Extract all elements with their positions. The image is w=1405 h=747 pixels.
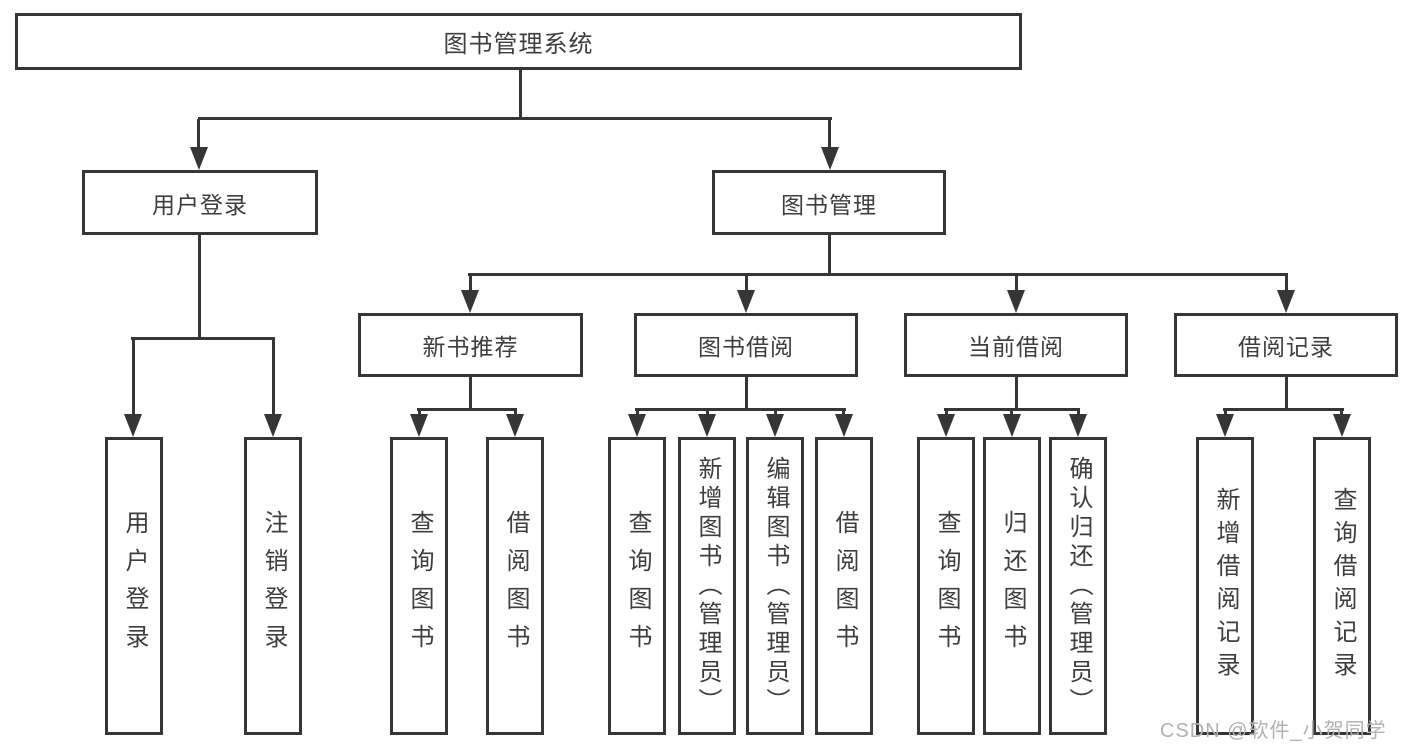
node-library-management-system: 图书管理系统 [15, 13, 1022, 70]
leaf-label: 新增借阅记录 [1212, 487, 1239, 685]
edge-line [635, 408, 846, 411]
edge-line [1223, 408, 1344, 411]
edge-line [468, 273, 1288, 276]
edge-line [1285, 275, 1288, 292]
node-current-borrowing: 当前借阅 [904, 313, 1128, 377]
edge-line [1010, 410, 1013, 416]
arrowhead-icon [410, 414, 428, 437]
edge-line [469, 275, 472, 292]
arrowhead-icon [1216, 414, 1234, 437]
leaf-label: 新增图书（管理员） [694, 455, 721, 717]
leaf-label: 注销登录 [260, 510, 287, 662]
edge-line [944, 408, 1080, 411]
edge-line [828, 235, 831, 275]
leaf-add-book-admin: 新增图书（管理员） [678, 437, 736, 735]
leaf-label: 借阅图书 [831, 510, 858, 662]
leaf-label: 归还图书 [999, 510, 1026, 662]
leaf-add-borrow-record: 新增借阅记录 [1196, 437, 1254, 735]
arrowhead-icon [1069, 414, 1087, 437]
edge-line [1015, 275, 1018, 292]
edge-line [418, 410, 421, 416]
edge-line [131, 337, 275, 340]
node-new-book-recommend: 新书推荐 [358, 313, 583, 377]
edge-line [745, 275, 748, 292]
edge-line [1224, 410, 1227, 416]
arrowhead-icon [766, 414, 784, 437]
leaf-confirm-return-admin: 确认归还（管理员） [1049, 437, 1107, 735]
arrowhead-icon [461, 290, 479, 313]
edge-line [197, 119, 200, 150]
leaf-label: 用户登录 [121, 510, 148, 662]
edge-line [519, 69, 522, 119]
edge-line [132, 339, 135, 416]
edge-line [745, 377, 748, 410]
leaf-user-login: 用户登录 [105, 437, 163, 735]
leaf-edit-book-admin: 编辑图书（管理员） [746, 437, 804, 735]
leaf-label: 编辑图书（管理员） [762, 455, 789, 717]
node-book-management: 图书管理 [712, 170, 946, 235]
leaf-label: 借阅图书 [502, 510, 529, 662]
arrowhead-icon [1007, 290, 1025, 313]
leaf-query-borrow-record: 查询借阅记录 [1313, 437, 1371, 735]
leaf-label: 查询借阅记录 [1329, 487, 1356, 685]
leaf-borrow-books-borrowing: 借阅图书 [815, 437, 873, 735]
arrowhead-icon [821, 147, 839, 170]
edge-line [828, 119, 831, 150]
arrowhead-icon [628, 414, 646, 437]
node-book-borrowing: 图书借阅 [634, 313, 858, 377]
edge-line [1077, 410, 1080, 416]
leaf-logout: 注销登录 [244, 437, 302, 735]
edge-line [1015, 377, 1018, 410]
leaf-label: 查询图书 [624, 510, 651, 662]
arrowhead-icon [1003, 414, 1021, 437]
arrowhead-icon [835, 414, 853, 437]
arrowhead-icon [1277, 290, 1295, 313]
edge-line [469, 377, 472, 410]
arrowhead-icon [190, 147, 208, 170]
edge-line [1285, 377, 1288, 410]
edge-line [272, 339, 275, 416]
csdn-watermark: CSDN @软件_小贺同学 [1160, 720, 1387, 742]
edge-line [417, 408, 517, 411]
arrowhead-icon [124, 414, 142, 437]
node-user-login: 用户登录 [82, 170, 318, 235]
leaf-label: 确认归还（管理员） [1065, 455, 1092, 717]
leaf-query-books-current: 查询图书 [917, 437, 975, 735]
edge-line [706, 410, 709, 416]
leaf-query-books-recommend: 查询图书 [390, 437, 448, 735]
leaf-borrow-books-recommend: 借阅图书 [486, 437, 544, 735]
leaf-label: 查询图书 [933, 510, 960, 662]
leaf-label: 查询图书 [406, 510, 433, 662]
edge-line [945, 410, 948, 416]
arrowhead-icon [264, 414, 282, 437]
arrowhead-icon [937, 414, 955, 437]
edge-line [842, 410, 845, 416]
arrowhead-icon [698, 414, 716, 437]
arrowhead-icon [737, 290, 755, 313]
node-borrowing-records: 借阅记录 [1174, 313, 1398, 377]
edge-line [1340, 410, 1343, 416]
leaf-return-book: 归还图书 [983, 437, 1041, 735]
arrowhead-icon [506, 414, 524, 437]
leaf-query-books-borrowing: 查询图书 [608, 437, 666, 735]
arrowhead-icon [1333, 414, 1351, 437]
edge-line [636, 410, 639, 416]
edge-line [198, 117, 832, 120]
edge-line [774, 410, 777, 416]
edge-line [514, 410, 517, 416]
edge-line [198, 235, 201, 340]
